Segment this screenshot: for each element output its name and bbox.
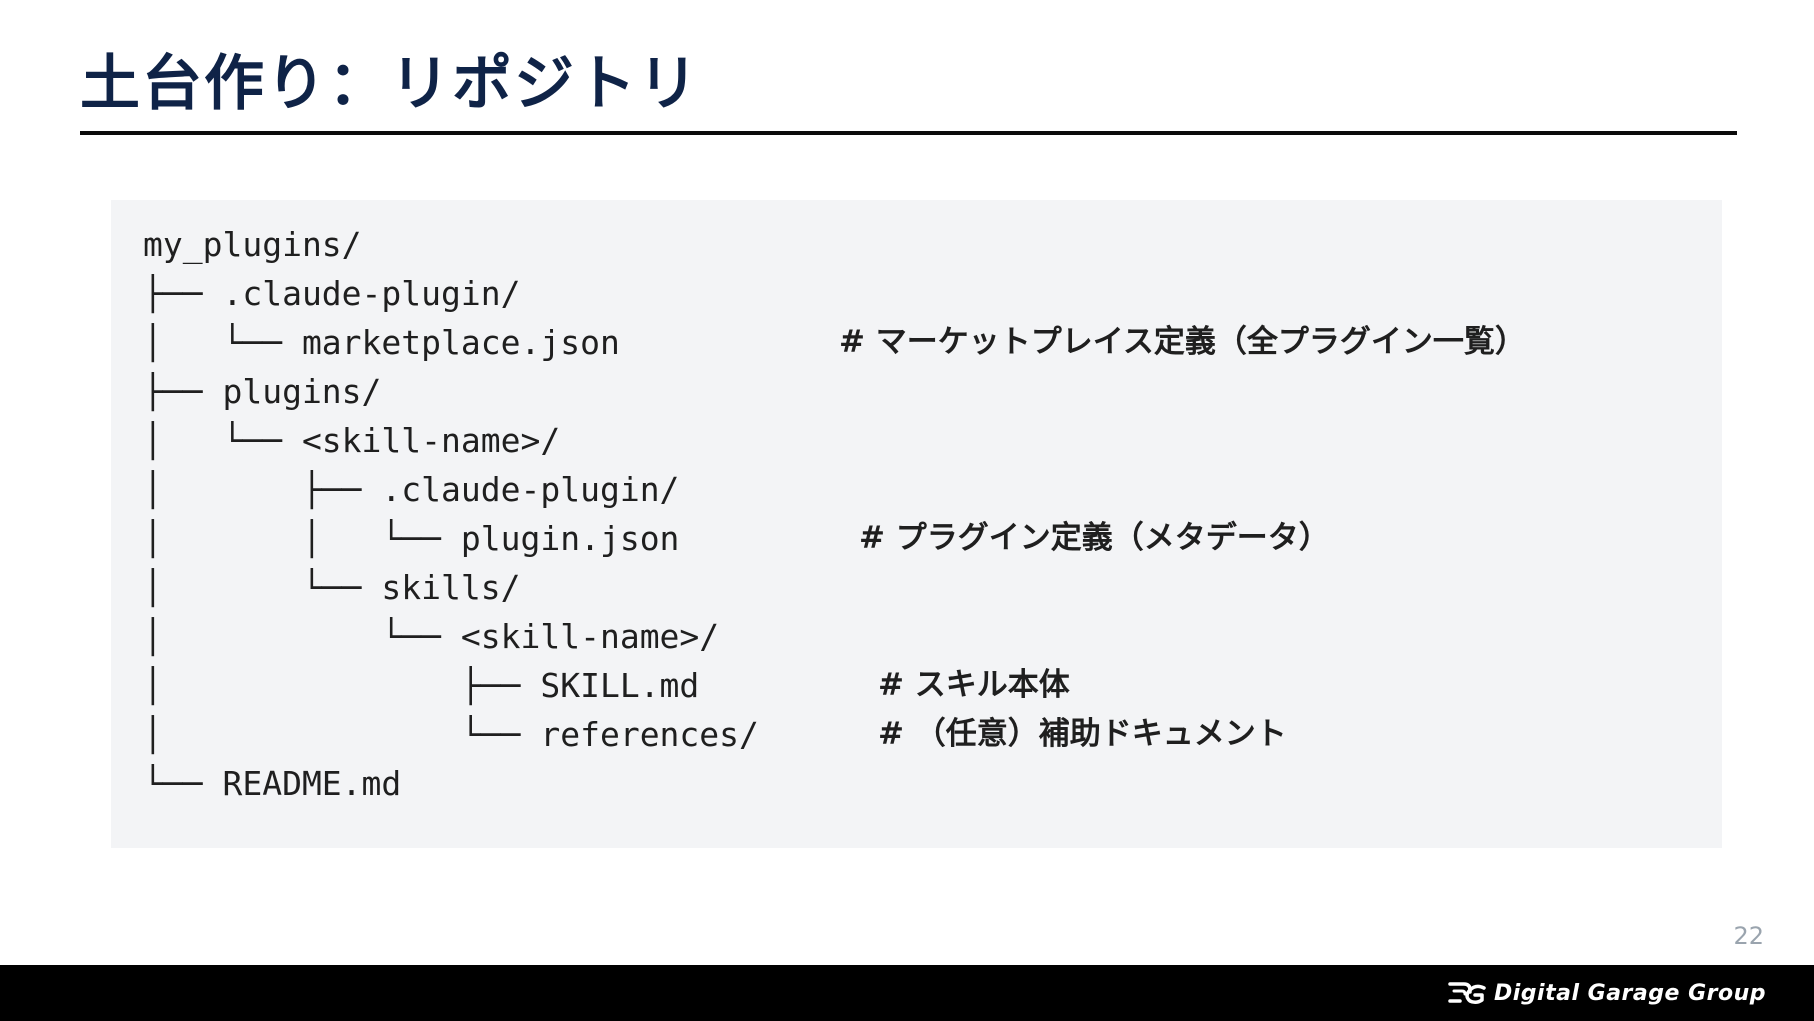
code-line: │ │ └── plugin.json # プラグイン定義（メタデータ）	[111, 514, 1330, 563]
code-comment: # マーケットプレイス定義（全プラグイン一覧）	[839, 324, 1526, 360]
tree-path: └── README.md	[143, 764, 402, 803]
tree-path: │ ├── .claude-plugin/	[143, 470, 680, 509]
code-line: │ └── <skill-name>/	[111, 416, 560, 465]
page-number: 22	[1733, 922, 1764, 950]
code-line: my_plugins/	[111, 220, 362, 269]
tree-path: │ └── <skill-name>/	[143, 617, 720, 656]
code-line: ├── plugins/	[111, 367, 381, 416]
code-comment: # （任意）補助ドキュメント	[878, 716, 1287, 752]
tree-path: │ ├── SKILL.md	[143, 666, 700, 705]
slide-title: 土台作り：リポジトリ	[80, 49, 700, 119]
tree-path: │ └── references/	[143, 715, 759, 754]
code-line: │ ├── SKILL.md # スキル本体	[111, 661, 1070, 710]
brand-logo: Digital Garage Group	[1448, 979, 1766, 1007]
code-line: │ └── skills/	[111, 563, 521, 612]
code-line: │ ├── .claude-plugin/	[111, 465, 679, 514]
digital-garage-logo-icon	[1448, 982, 1486, 1005]
code-line: │ └── marketplace.json # マーケットプレイス定義（全プラ…	[111, 318, 1526, 367]
code-line: ├── .claude-plugin/	[111, 269, 521, 318]
code-line: └── README.md	[111, 759, 401, 808]
tree-path: ├── .claude-plugin/	[143, 274, 521, 313]
footer-bar: Digital Garage Group	[0, 965, 1814, 1021]
brand-name: Digital Garage Group	[1493, 980, 1766, 1006]
code-line: │ └── <skill-name>/	[111, 612, 719, 661]
tree-path: ├── plugins/	[143, 372, 382, 411]
tree-path: │ └── marketplace.json	[143, 323, 620, 362]
tree-path: my_plugins/	[143, 225, 362, 264]
tree-path: │ │ └── plugin.json	[143, 519, 680, 558]
code-block: my_plugins/ ├── .claude-plugin/ │ └── ma…	[111, 200, 1722, 848]
code-comment: # プラグイン定義（メタデータ）	[859, 520, 1330, 556]
code-line: │ └── references/ # （任意）補助ドキュメント	[111, 710, 1287, 759]
code-comment: # スキル本体	[878, 667, 1070, 703]
tree-path: │ └── skills/	[143, 568, 521, 607]
title-divider	[80, 131, 1737, 135]
tree-path: │ └── <skill-name>/	[143, 421, 561, 460]
